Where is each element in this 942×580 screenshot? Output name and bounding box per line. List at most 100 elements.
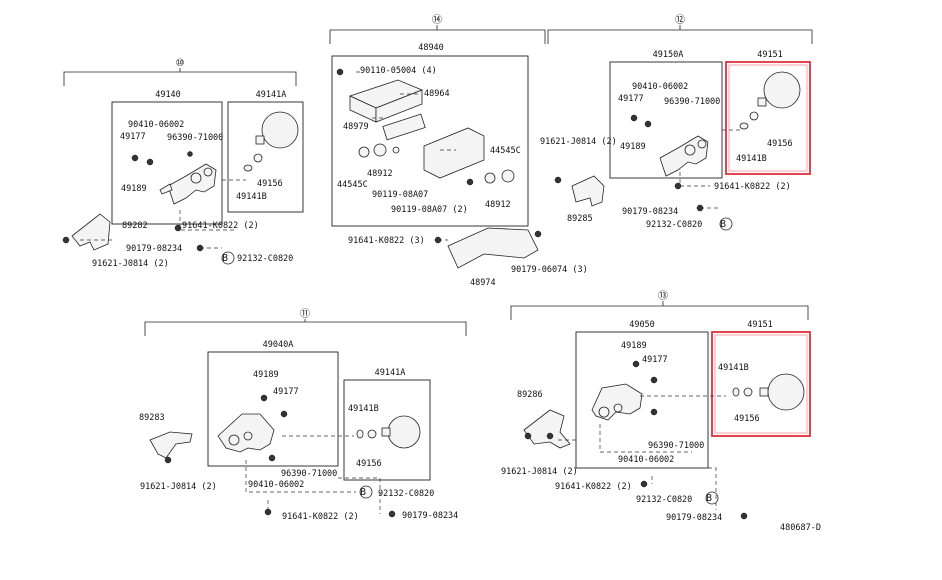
box-49141A <box>227 101 304 213</box>
diagram-stroke <box>714 334 808 434</box>
label: 91641-K0822 (2) <box>714 182 791 192</box>
diagram-stroke <box>268 454 276 462</box>
diagram-stroke <box>187 151 193 157</box>
mount-bracket-part <box>423 127 539 269</box>
ref-b: B <box>360 487 366 498</box>
diagram-stroke <box>684 144 696 156</box>
diagram-stroke <box>255 135 265 145</box>
sphere-part <box>732 373 805 411</box>
label: 89286 <box>517 390 543 400</box>
diagram-stroke <box>375 89 423 123</box>
diagram-stroke <box>367 429 377 439</box>
label: 49141A <box>375 368 406 378</box>
box-49040A <box>207 351 339 467</box>
label: 49141A <box>256 90 287 100</box>
label: 49151 <box>757 50 783 60</box>
label: 49189 <box>121 184 147 194</box>
bracket-part <box>554 175 605 207</box>
assembly-group-11: ⑪ 49040A 49141A 89283 49189 49177 49141B <box>139 308 467 522</box>
box-49140 <box>111 101 223 225</box>
label: 90410-06002 <box>248 480 304 490</box>
label: 91641-K0822 (2) <box>282 512 359 522</box>
diagram-stroke <box>630 114 638 122</box>
diagram-stroke <box>524 432 532 440</box>
label: 92132-C0820 <box>646 220 702 230</box>
diagram-stroke <box>466 178 474 186</box>
diagram-stroke <box>167 163 217 205</box>
label: 49177 <box>120 132 146 142</box>
ref-b: B <box>222 253 228 264</box>
label: 91641-K0822 (2) <box>555 482 632 492</box>
label: 90410-06002 <box>632 82 688 92</box>
assembly-group-14: ⑭ 48940 90110-05004 (4) 48964 48979 4454… <box>329 14 588 288</box>
highlighted-box-49151[interactable] <box>725 61 811 175</box>
label: 49156 <box>767 139 793 149</box>
label: 49189 <box>621 341 647 351</box>
assembly-group-10: ⑩ 49140 49141A 90410-06002 96390-710 <box>62 58 304 269</box>
label: 48940 <box>418 43 444 53</box>
label: 89285 <box>567 214 593 224</box>
diagram-stroke <box>632 360 640 368</box>
label: 91641-K0822 (3) <box>348 236 425 246</box>
diagram-stroke <box>329 29 546 44</box>
label: 92132-C0820 <box>378 489 434 499</box>
diagram-stroke <box>388 510 396 518</box>
diagram-stroke <box>556 395 726 510</box>
label: 89282 <box>122 221 148 231</box>
label: 90410-06002 <box>618 455 674 465</box>
label: 96390-71000 <box>664 97 720 107</box>
label: 91641-K0822 (2) <box>182 221 259 231</box>
diagram-stroke <box>159 183 173 195</box>
diagram-stroke <box>743 387 753 397</box>
label: 90179-08234 <box>666 513 722 523</box>
label: 90179-08234 <box>126 244 182 254</box>
diagram-stroke <box>423 127 485 179</box>
figure-id: 480687-D <box>780 523 821 533</box>
box-49150A <box>609 61 723 179</box>
diagram-stroke <box>354 71 456 241</box>
box-49050 <box>575 331 709 469</box>
diagram-stroke <box>356 429 364 439</box>
diagram-stroke <box>484 172 496 184</box>
label: 49140 <box>155 90 181 100</box>
diagram-stroke <box>679 129 740 209</box>
diagram-stroke <box>336 68 344 76</box>
bracket-part <box>149 431 193 464</box>
label: 91621-J0814 (2) <box>92 259 169 269</box>
ref-b-circle <box>359 485 373 499</box>
diagram-stroke <box>381 427 391 437</box>
ecu-module-part <box>348 79 426 141</box>
sphere-part <box>356 415 421 449</box>
sphere-part <box>739 71 801 130</box>
diagram-stroke <box>373 143 387 157</box>
label: 48912 <box>367 169 393 179</box>
label: 49050 <box>629 320 655 330</box>
diagram-stroke <box>501 169 515 183</box>
diagram-stroke <box>640 480 648 488</box>
diagram-stroke <box>767 373 805 411</box>
label: 49040A <box>263 340 294 350</box>
diagram-stroke <box>763 71 801 109</box>
diagram-stroke <box>358 146 370 158</box>
diagram-stroke <box>63 71 297 86</box>
highlighted-box-49151-2[interactable] <box>711 331 811 437</box>
label: 92132-C0820 <box>636 495 692 505</box>
diagram-stroke <box>203 167 213 177</box>
label: 89283 <box>139 413 165 423</box>
label: 49141B <box>718 363 749 373</box>
diagram-stroke <box>739 122 749 130</box>
diagram-stroke <box>280 410 288 418</box>
label: 91621-J0814 (2) <box>540 137 617 147</box>
diagram-stroke <box>245 435 381 514</box>
label: 49156 <box>734 414 760 424</box>
diagram-stroke <box>740 512 748 520</box>
ref-b: B <box>706 493 712 504</box>
diagram-stroke <box>253 153 263 163</box>
label: 49150A <box>653 50 684 60</box>
diagram-stroke <box>71 213 111 251</box>
label: 90110-05004 (4) <box>360 66 437 76</box>
valve-body-part <box>659 135 709 177</box>
diagram-stroke <box>613 403 623 413</box>
label: 49156 <box>356 459 382 469</box>
